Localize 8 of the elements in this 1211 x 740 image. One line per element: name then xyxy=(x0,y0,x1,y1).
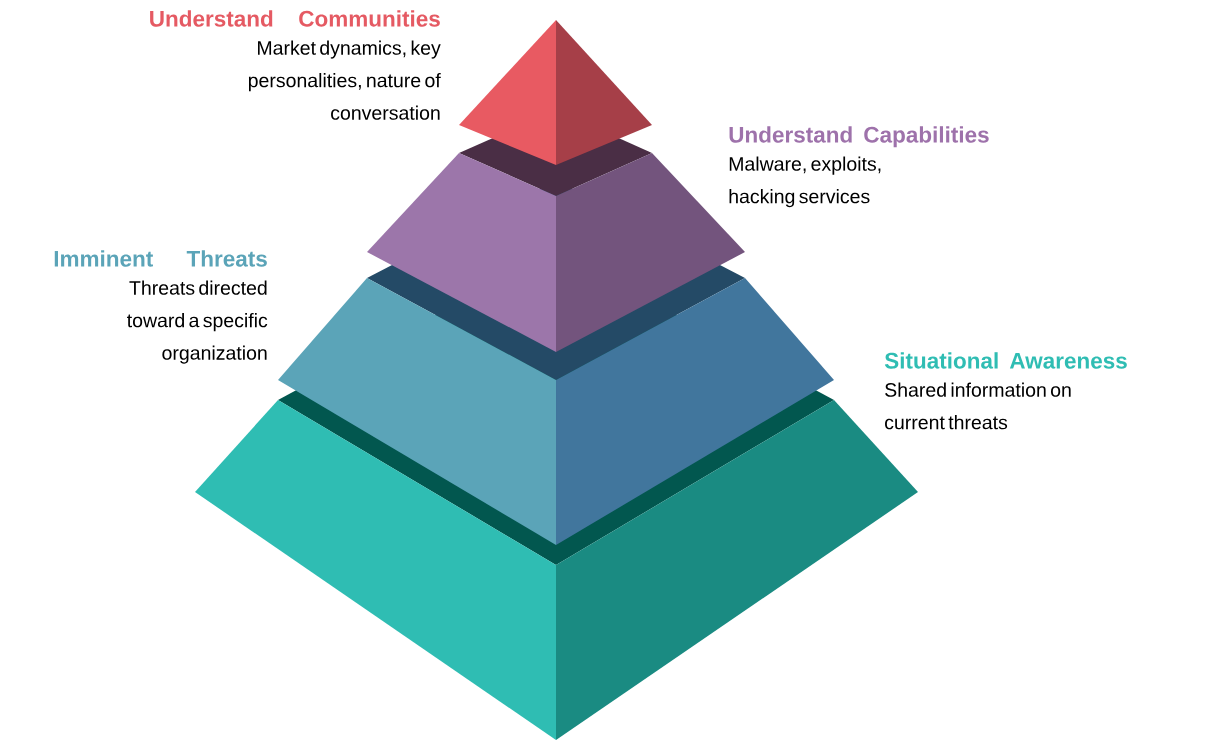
tier-description: Malware, exploits, hacking services xyxy=(729,156,881,208)
tier-heading: Situational Awareness xyxy=(884,352,1127,369)
tier-heading: Imminent Threats xyxy=(54,250,267,267)
tier-heading: Understand Capabilities xyxy=(729,126,989,148)
tier-description: Shared information on current threats xyxy=(885,382,1071,430)
tier-heading: Understand Communities xyxy=(150,10,440,27)
tier-description: Market dynamics, key personalities, nature of conversation xyxy=(248,40,441,120)
tier-description: Threats directed toward a specific organization xyxy=(127,280,268,364)
